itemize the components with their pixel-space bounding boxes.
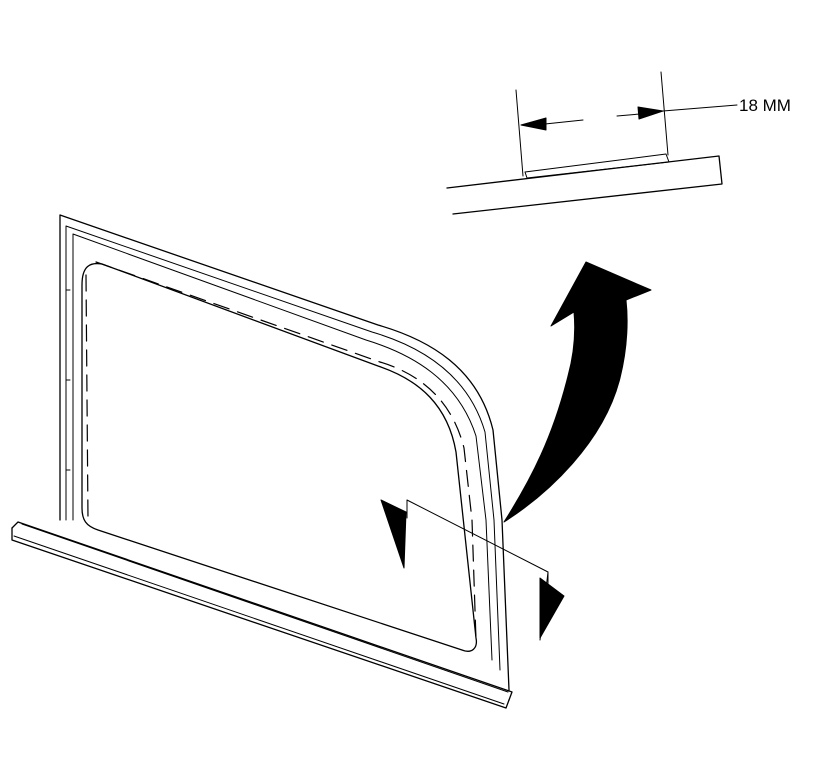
leader-line	[662, 104, 738, 112]
urethane-bead	[85, 261, 477, 641]
sill-rail	[11, 521, 513, 709]
rotation-arrow-icon	[503, 261, 652, 523]
window-glass	[59, 214, 510, 691]
sill-rail-front	[11, 527, 510, 709]
sill-rail-lip	[13, 535, 505, 705]
glass-edge	[524, 153, 670, 179]
dimension-line-right	[616, 113, 641, 117]
sill-rail-bevel	[21, 523, 509, 693]
dimension-line-left	[544, 119, 584, 125]
frame-flange	[446, 155, 723, 215]
window-frame-inner-edge	[65, 225, 501, 671]
extension-line-right	[660, 71, 669, 156]
dimension-label: 18 MM	[739, 96, 791, 115]
dimension-arrow-right-icon	[637, 106, 664, 120]
section-arrow-top-icon	[380, 499, 407, 569]
extension-line-left	[515, 89, 524, 177]
window-outer-frame	[59, 214, 510, 691]
section-arrow-bottom-icon	[539, 577, 565, 639]
sill-rail-top	[11, 521, 513, 701]
dimension-arrow-left-icon	[520, 117, 547, 131]
setback-detail: 18 MM	[446, 71, 791, 215]
section-cut-marker	[380, 499, 565, 641]
section-plane	[406, 499, 549, 605]
glass-pane	[81, 262, 478, 652]
window-frame-reveal	[72, 233, 493, 661]
